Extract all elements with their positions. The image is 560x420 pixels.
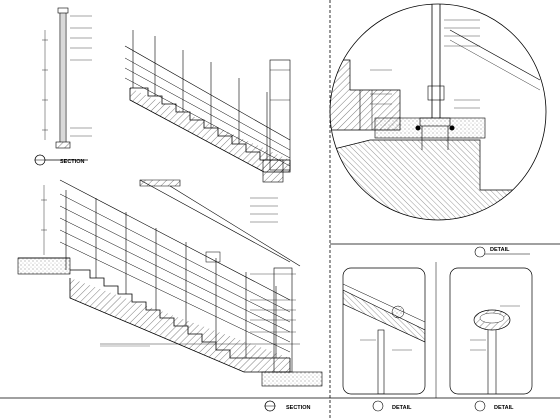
detail-c-label: DETAIL [494,405,514,411]
title-section-b: SECTION [264,400,310,412]
section-a-label: SECTION [60,159,84,165]
detail-rail-section [342,267,426,395]
baluster-elevation [42,7,92,149]
lower-stair-flight [17,179,323,387]
title-detail-b: DETAIL [372,400,412,412]
title-section-a: SECTION [34,154,84,166]
detail-a-label: DETAIL [490,247,510,253]
detail-handrail-profile [449,267,533,395]
title-detail-a: DETAIL [474,246,530,258]
section-drawing [17,7,323,387]
detail-circle-view [329,3,547,221]
title-detail-c: DETAIL [474,400,514,412]
upper-stair-flight [124,30,291,183]
detail-b-label: DETAIL [392,405,412,411]
section-b-label: SECTION [286,405,310,411]
